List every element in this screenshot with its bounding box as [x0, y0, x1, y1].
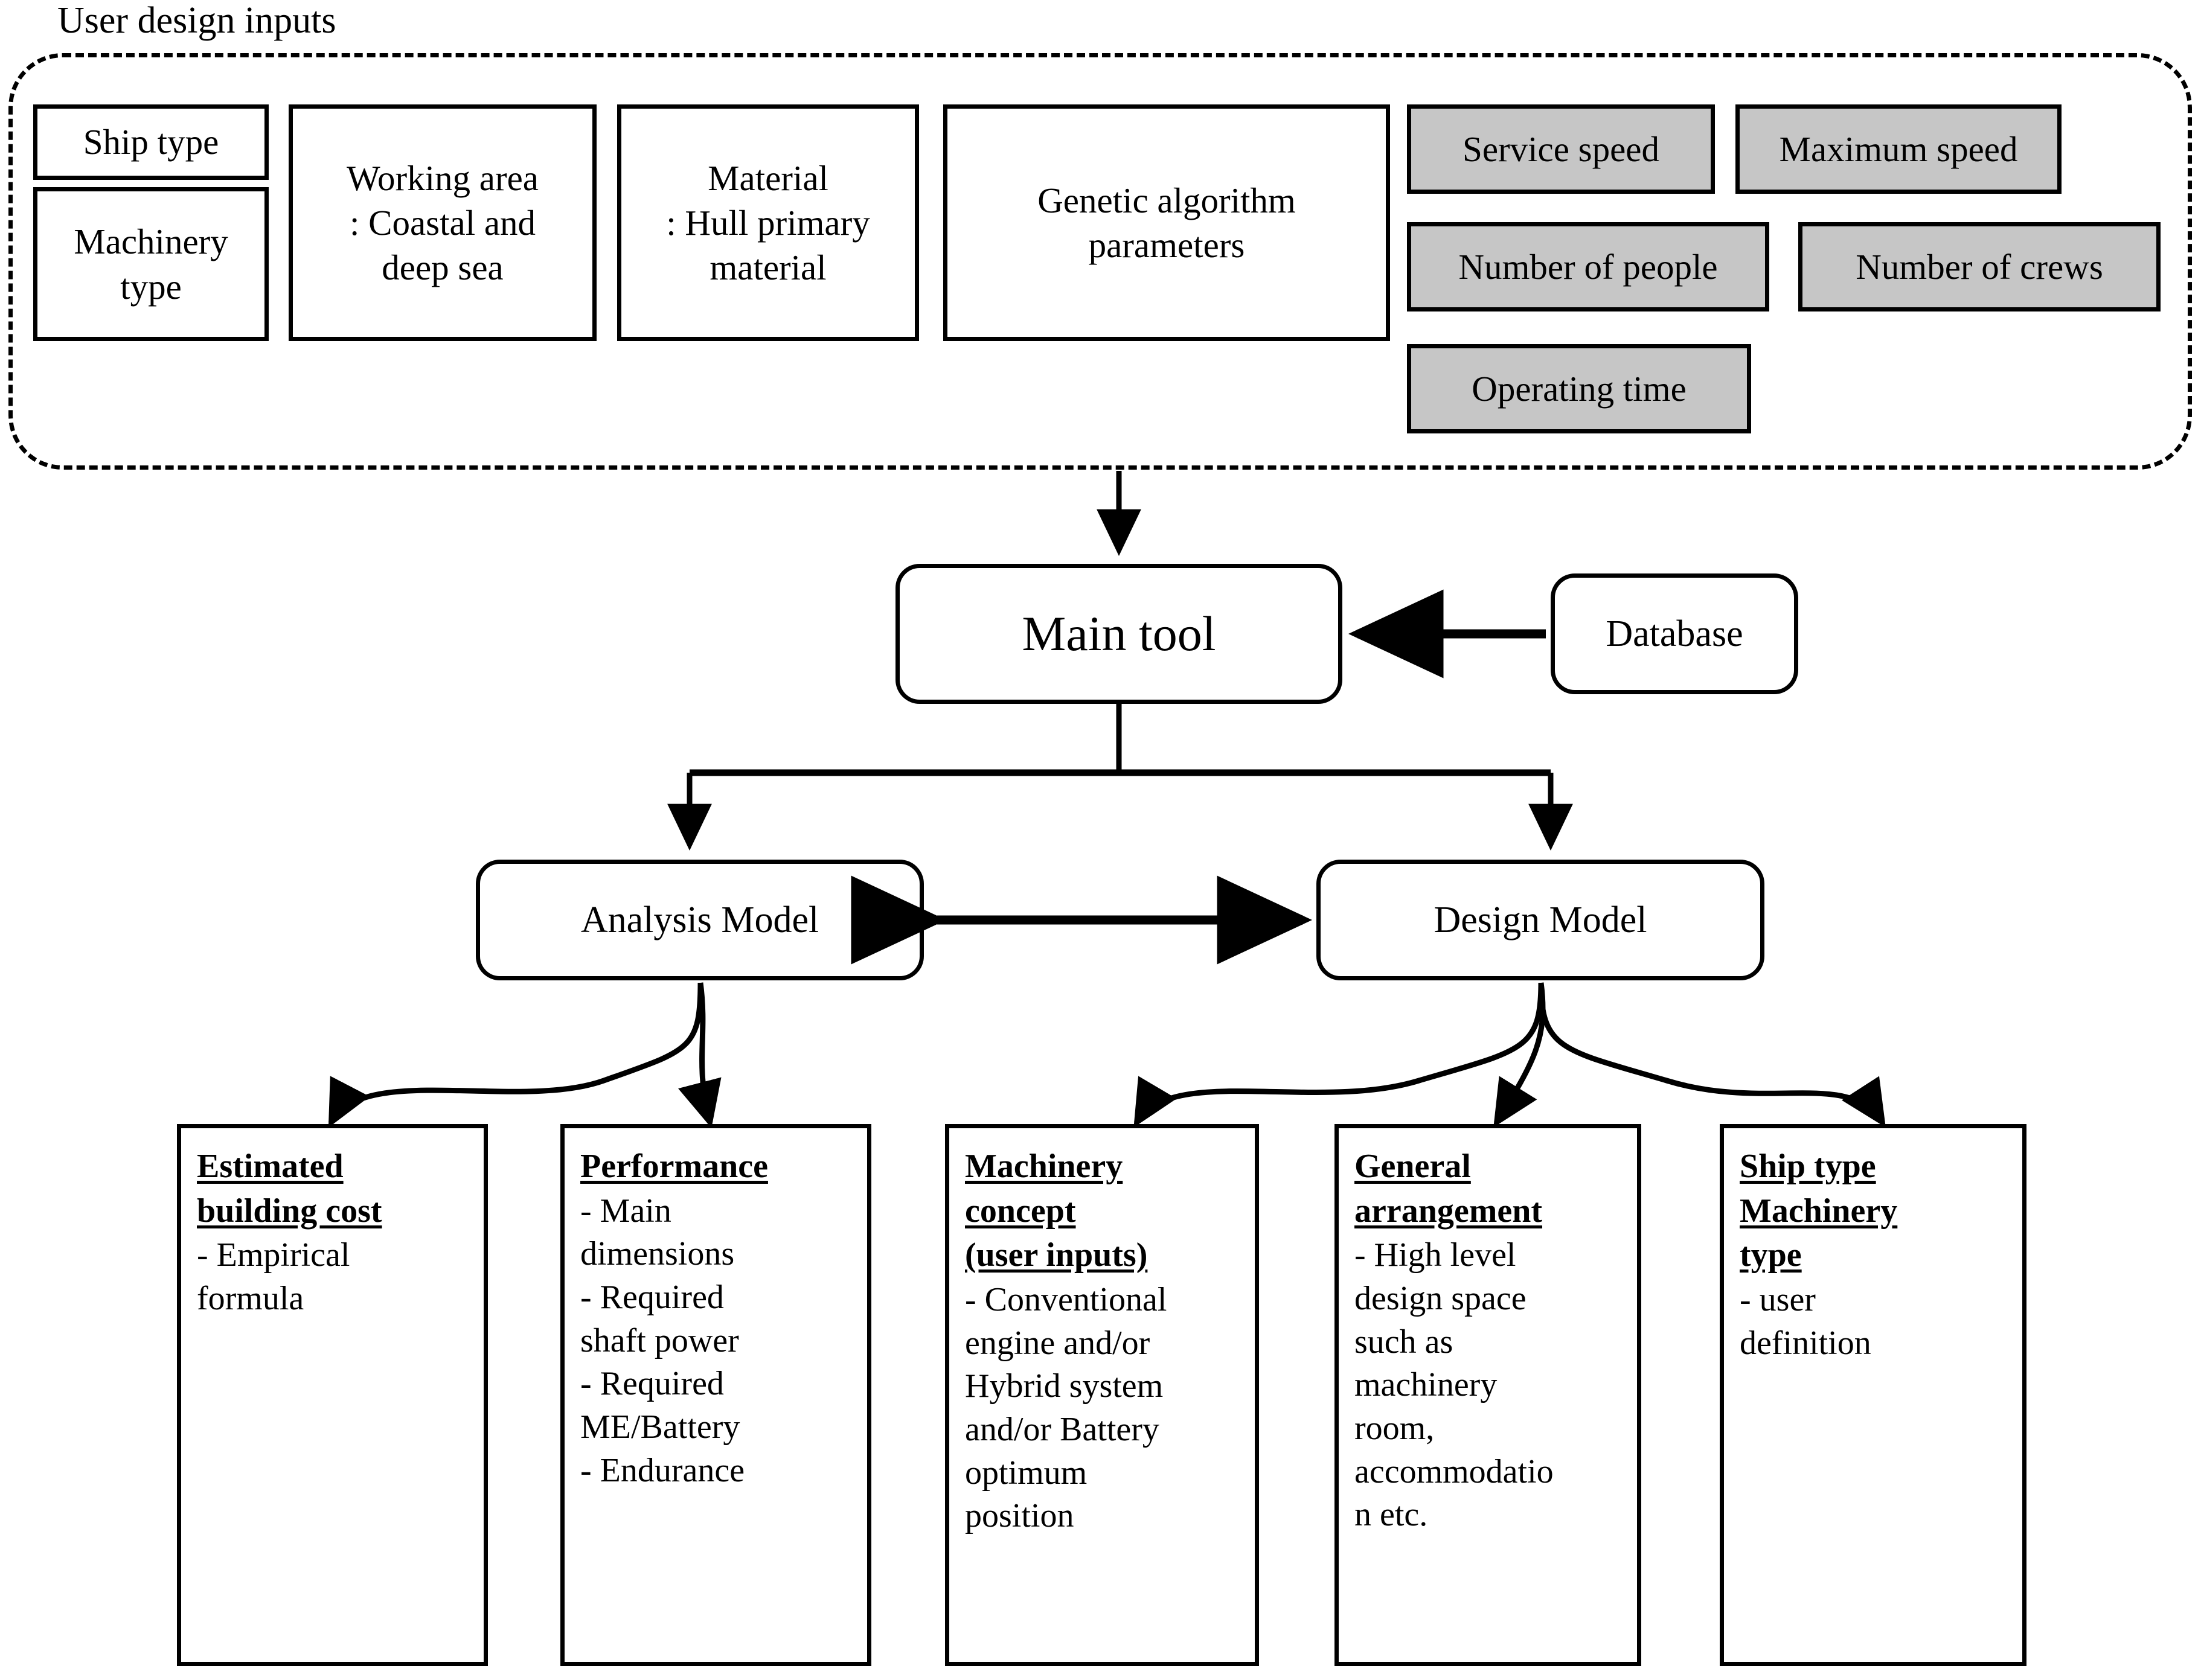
- input-label: Service speed: [1463, 129, 1659, 169]
- output-body-line-6: position: [965, 1497, 1074, 1535]
- output-body-line-3: Hybrid system: [965, 1367, 1164, 1405]
- input-box-operating-time[interactable]: Operating time: [1407, 344, 1751, 433]
- input-label: Number of people: [1458, 246, 1718, 287]
- input-label-line-1: Material: [708, 158, 828, 198]
- output-box-machinery-concept[interactable]: Machinery concept (user inputs) - Conven…: [945, 1124, 1259, 1666]
- output-box-performance[interactable]: Performance - Main dimensions - Required…: [560, 1124, 871, 1666]
- output-heading-line-2: building cost: [197, 1192, 382, 1230]
- input-label-line-2: : Hull primary: [666, 202, 870, 243]
- output-heading-line-2: arrangement: [1354, 1192, 1543, 1230]
- input-box-number-of-crews[interactable]: Number of crews: [1798, 222, 2161, 311]
- input-box-maximum-speed[interactable]: Maximum speed: [1735, 104, 2062, 194]
- output-body-line-1: - user: [1740, 1281, 1816, 1319]
- output-heading-line-1: Estimated: [197, 1148, 344, 1185]
- output-heading-line-1: Machinery: [965, 1148, 1123, 1185]
- output-heading-line-3: (user inputs): [965, 1236, 1148, 1274]
- node-label: Design Model: [1434, 899, 1647, 941]
- output-body-line-1: - Main: [580, 1192, 671, 1230]
- output-heading-line-3: type: [1740, 1236, 1802, 1274]
- output-heading-line-1: General: [1354, 1148, 1471, 1185]
- output-body-line-5: - Required: [580, 1365, 724, 1403]
- input-box-working-area[interactable]: Working area : Coastal and deep sea: [289, 104, 597, 341]
- input-label-line-3: material: [710, 248, 827, 288]
- output-body-line-2: definition: [1740, 1324, 1871, 1362]
- input-label: Number of crews: [1856, 246, 2103, 287]
- input-label-line-1: Genetic algorithm: [1037, 180, 1296, 220]
- output-body-line-6: ME/Battery: [580, 1408, 740, 1446]
- node-database[interactable]: Database: [1551, 573, 1798, 694]
- page-title: User design inputs: [57, 0, 336, 41]
- input-label-line-1: Machinery: [74, 222, 228, 262]
- output-body-line-2: dimensions: [580, 1235, 735, 1273]
- output-body-line-1: - Empirical: [197, 1236, 350, 1274]
- node-analysis-model[interactable]: Analysis Model: [476, 860, 924, 980]
- output-heading-line-1: Ship type: [1740, 1148, 1876, 1185]
- input-box-genetic-algorithm-parameters[interactable]: Genetic algorithm parameters: [943, 104, 1390, 341]
- input-box-material[interactable]: Material : Hull primary material: [617, 104, 919, 341]
- output-body-line-6: accommodatio: [1354, 1452, 1554, 1490]
- output-body-line-3: such as: [1354, 1323, 1453, 1361]
- output-body-line-5: room,: [1354, 1410, 1435, 1448]
- output-heading-line-2: Machinery: [1740, 1192, 1898, 1230]
- input-box-machinery-type[interactable]: Machinery type: [33, 187, 269, 341]
- output-body-line-1: - Conventional: [965, 1281, 1167, 1319]
- output-box-ship-type-machinery-type[interactable]: Ship type Machinery type - user definiti…: [1720, 1124, 2026, 1666]
- output-body-line-2: formula: [197, 1280, 304, 1318]
- input-box-number-of-people[interactable]: Number of people: [1407, 222, 1769, 311]
- output-body-line-1: - High level: [1354, 1236, 1516, 1274]
- node-design-model[interactable]: Design Model: [1316, 860, 1764, 980]
- output-body-line-4: shaft power: [580, 1321, 739, 1359]
- output-body-line-4: and/or Battery: [965, 1411, 1159, 1449]
- node-label: Analysis Model: [580, 899, 819, 941]
- input-label-line-2: parameters: [1088, 225, 1245, 265]
- input-label: Ship type: [83, 122, 219, 162]
- output-body-line-3: - Required: [580, 1279, 724, 1317]
- input-label-line-3: deep sea: [382, 248, 504, 288]
- output-body-line-4: machinery: [1354, 1366, 1498, 1404]
- output-body-line-2: engine and/or: [965, 1324, 1150, 1362]
- output-box-general-arrangement[interactable]: General arrangement - High level design …: [1334, 1124, 1641, 1666]
- input-label-line-1: Working area: [347, 158, 539, 198]
- output-heading-line-2: concept: [965, 1192, 1076, 1230]
- output-body-line-7: n etc.: [1354, 1496, 1428, 1534]
- input-label: Maximum speed: [1779, 129, 2018, 169]
- output-body-line-2: design space: [1354, 1280, 1527, 1318]
- input-label-line-2: : Coastal and: [349, 202, 536, 243]
- input-box-service-speed[interactable]: Service speed: [1407, 104, 1715, 194]
- output-body-line-5: optimum: [965, 1454, 1088, 1492]
- input-label: Operating time: [1472, 368, 1687, 409]
- output-heading-line-1: Performance: [580, 1148, 768, 1185]
- input-box-ship-type[interactable]: Ship type: [33, 104, 269, 180]
- node-label: Main tool: [1022, 605, 1216, 661]
- node-label: Database: [1606, 613, 1743, 654]
- input-label-line-2: type: [120, 266, 182, 307]
- output-body-line-7: - Endurance: [580, 1451, 745, 1489]
- output-box-estimated-building-cost[interactable]: Estimated building cost - Empirical form…: [177, 1124, 488, 1666]
- node-main-tool[interactable]: Main tool: [895, 564, 1342, 704]
